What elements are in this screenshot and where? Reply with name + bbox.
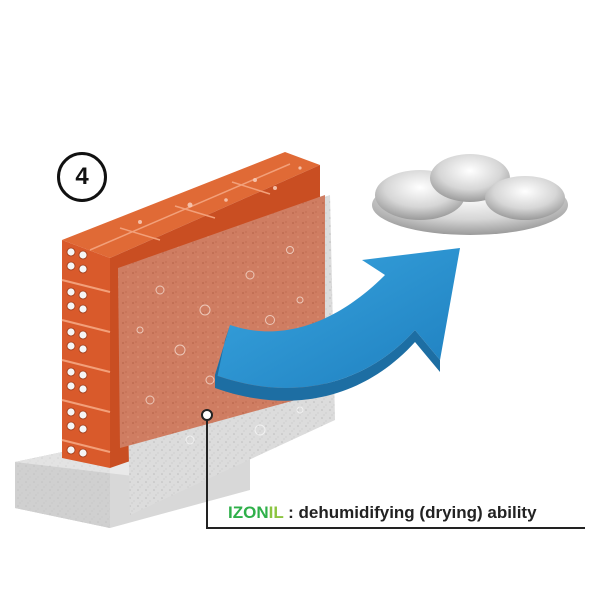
brand-name-part2: IL: [268, 503, 284, 522]
arrow-icon: [215, 248, 460, 401]
water-droplet-icon: [138, 166, 302, 224]
caption-text: dehumidifying (drying) ability: [298, 503, 537, 522]
step-number: 4: [75, 163, 89, 190]
brand-name-part1: IZON: [228, 503, 269, 522]
cloud-icon: [372, 154, 568, 235]
caption-separator: :: [283, 503, 299, 522]
callout-line: [201, 409, 585, 529]
step-badge: 4: [57, 152, 107, 202]
caption: IZONIL : dehumidifying (drying) ability: [228, 503, 537, 523]
